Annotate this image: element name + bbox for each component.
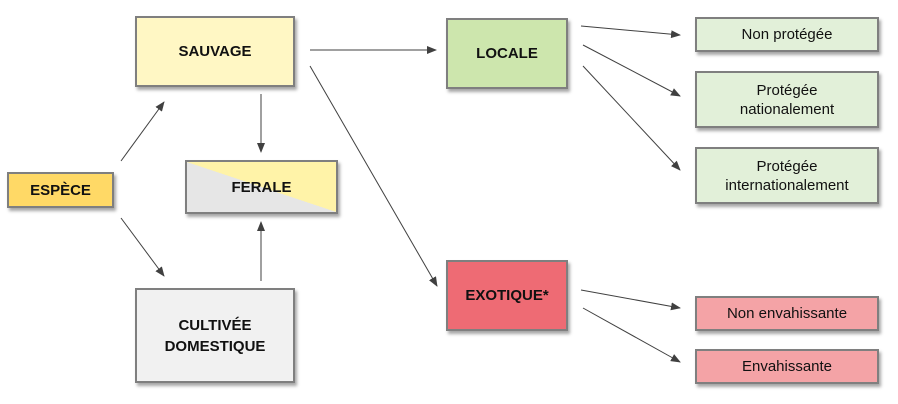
arrow-exotique-to-envahissante (582, 307, 681, 363)
arrow-locale-to-non-protegee (580, 25, 681, 39)
node-non-protegee: Non protégée (695, 17, 879, 52)
node-locale-label: LOCALE (476, 45, 538, 62)
node-protegee-nationalement-label: Protégée nationalement (740, 81, 834, 119)
node-cultivee-domestique: CULTIVÉE DOMESTIQUE (135, 288, 295, 383)
node-non-envahissante-label: Non envahissante (726, 305, 848, 322)
node-locale: LOCALE (446, 18, 568, 89)
node-espece-label: ESPÈCE (30, 181, 91, 199)
node-envahissante-label: Envahissante (741, 358, 833, 375)
node-sauvage: SAUVAGE (135, 16, 295, 87)
node-protegee-internationalement-line-2: internationalement (725, 176, 849, 194)
node-protegee-internationalement-label: Protégée internationalement (725, 157, 848, 195)
node-protegee-internationalement-line-1: Protégée (756, 157, 818, 175)
node-cultivee-label-line-1: CULTIVÉE (178, 316, 252, 334)
arrow-locale-to-protegee-internationalement (582, 65, 681, 171)
node-protegee-internationalement: Protégée internationalement (695, 147, 879, 204)
node-protegee-nationalement-line-2: nationalement (739, 100, 835, 118)
node-ferale-label: FERALE (231, 178, 292, 196)
node-protegee-nationalement-line-1: Protégée (756, 81, 818, 99)
node-cultivee-label-line-2: DOMESTIQUE (164, 337, 266, 355)
node-non-envahissante: Non envahissante (695, 296, 879, 331)
arrow-espece-to-sauvage (120, 101, 165, 162)
node-cultivee-label: CULTIVÉE DOMESTIQUE (165, 315, 266, 357)
arrow-locale-to-protegee-nationalement (582, 44, 681, 97)
node-sauvage-label: SAUVAGE (178, 43, 252, 60)
arrow-exotique-to-non-envahissante (580, 289, 681, 311)
node-protegee-nationalement: Protégée nationalement (695, 71, 879, 128)
arrow-espece-to-cultivee (120, 217, 165, 277)
arrow-sauvage-to-exotique (309, 65, 438, 287)
node-non-protegee-label: Non protégée (741, 26, 833, 43)
node-exotique: EXOTIQUE* (446, 260, 568, 331)
node-ferale: FERALE (185, 160, 338, 214)
node-espece: ESPÈCE (7, 172, 114, 208)
node-envahissante: Envahissante (695, 349, 879, 384)
node-exotique-label: EXOTIQUE* (465, 287, 549, 304)
